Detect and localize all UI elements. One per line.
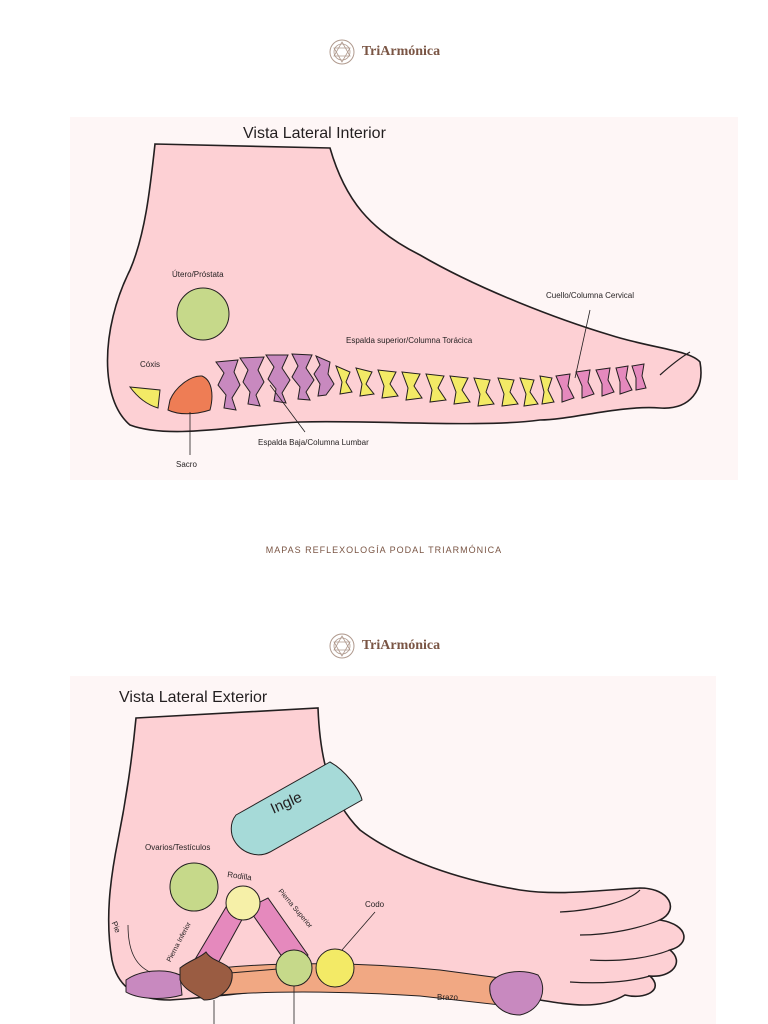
label-sacro: Sacro <box>176 460 197 469</box>
label-ovarios: Ovarios/Testículos <box>145 843 211 852</box>
foot-exterior-shape <box>107 707 685 1006</box>
mano-zone <box>179 951 233 1001</box>
utero-prostata-zone <box>176 287 230 341</box>
page-footer: MAPAS REFLEXOLOGÍA PODAL TRIARMÓNICA <box>265 545 503 555</box>
codo-zone <box>315 948 355 988</box>
exterior-title: Vista Lateral Exterior <box>119 689 268 706</box>
hombro-zone <box>489 971 543 1016</box>
thoracic-vertebrae <box>335 365 555 407</box>
rodilla-zone <box>225 885 261 921</box>
label-toracica: Espalda superior/Columna Torácica <box>346 336 473 345</box>
label-coxis: Cóxis <box>140 360 161 369</box>
cadera-zone <box>275 949 313 987</box>
coxis-zone <box>128 386 161 409</box>
pie-zone <box>125 970 183 999</box>
brand-name: TriArmónica <box>361 638 441 653</box>
interior-title: Vista Lateral Interior <box>243 125 386 142</box>
mandala-logo-icon <box>329 39 355 65</box>
lumbar-vertebrae <box>215 353 335 411</box>
brand-header-bottom: TriArmónica <box>0 632 768 660</box>
label-cervical: Cuello/Columna Cervical <box>546 291 635 300</box>
mandala-logo-icon <box>329 633 355 659</box>
label-lumbar: Espalda Baja/Columna Lumbar <box>258 438 369 447</box>
cervical-vertebrae <box>555 363 647 403</box>
sacro-zone <box>167 375 213 415</box>
label-utero: Útero/Próstata <box>172 270 224 279</box>
label-brazo: Brazo <box>437 993 458 1002</box>
ovarios-testiculos-zone <box>169 862 219 912</box>
brand-header-top: TriArmónica <box>0 38 768 66</box>
label-codo: Codo <box>365 900 385 909</box>
ingle-zone <box>230 761 363 856</box>
brand-name: TriArmónica <box>361 44 441 59</box>
